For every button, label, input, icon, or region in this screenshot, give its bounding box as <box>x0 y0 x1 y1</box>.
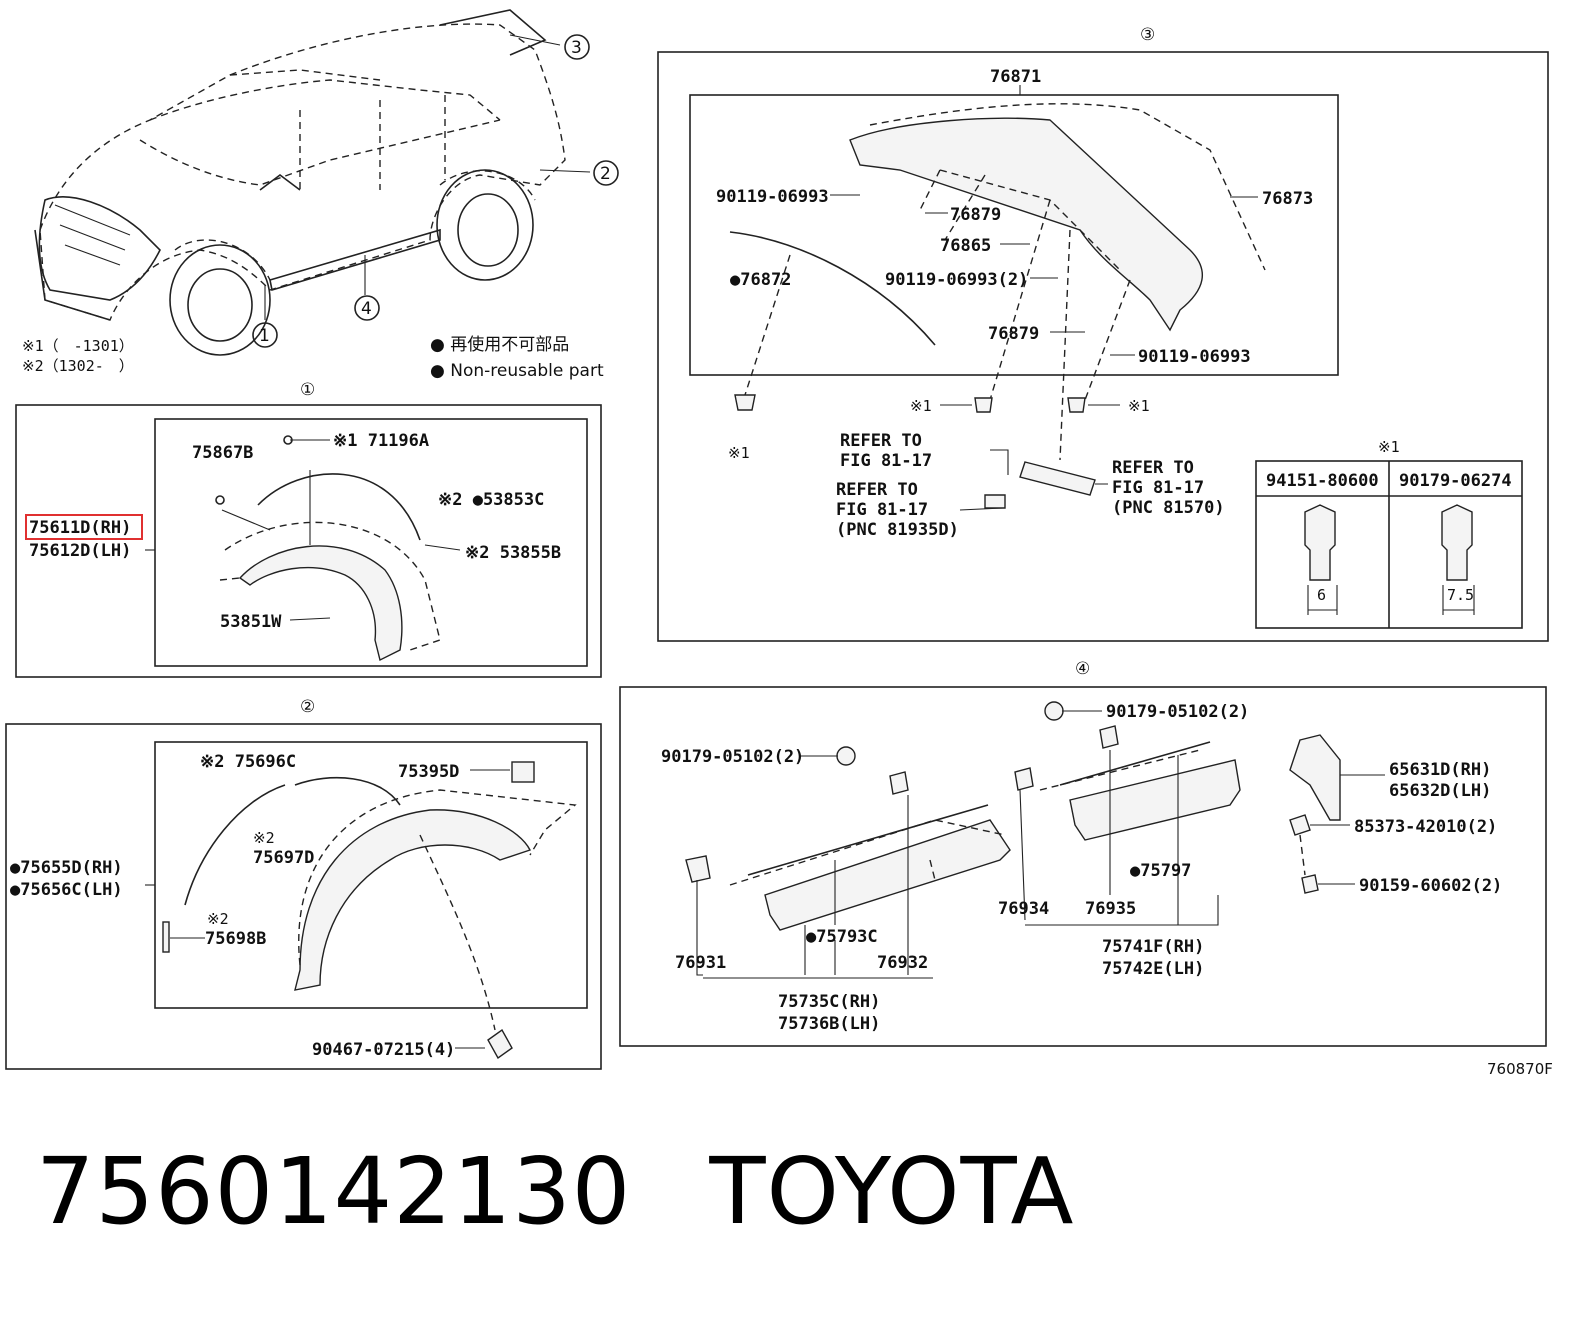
panel-3-label-5[interactable]: ●76872 <box>730 270 791 290</box>
panel-3-label-11: ※1 <box>728 444 750 462</box>
panel-3-refer1-line-2: FIG 81-17 <box>840 451 932 471</box>
panel-2-label-0[interactable]: ※2 75696C <box>200 752 296 772</box>
vehicle-overview: 3 2 1 4 <box>34 9 619 356</box>
panel-1-label-4[interactable]: 53851W <box>220 612 282 632</box>
panel-4-label-10[interactable]: 75742E(LH) <box>1102 959 1204 979</box>
legend-note-1: ※1（ -1301） <box>22 337 134 355</box>
panel-2-title: ② <box>300 697 315 717</box>
clip-detail-table: ※1 94151-80600 90179-06274 6 7.5 <box>1255 438 1523 629</box>
panel-3-label-2[interactable]: 76879 <box>950 205 1001 225</box>
overview-marker-4: 4 <box>361 299 372 319</box>
panel-4-label-3[interactable]: 65632D(LH) <box>1389 781 1491 801</box>
panel-1-label-2[interactable]: ※2 ●53853C <box>438 490 544 510</box>
panel-3-label-6[interactable]: 90119-06993(2) <box>885 270 1028 290</box>
panel-2-part-lh[interactable]: ●75656C(LH) <box>10 880 123 900</box>
panel-1-part-lh[interactable]: 75612D(LH) <box>29 541 131 561</box>
panel-4-label-14[interactable]: 75735C(RH) <box>778 992 880 1012</box>
panel-2-label-5[interactable]: 75698B <box>205 929 266 949</box>
overview-marker-1: 1 <box>259 326 270 346</box>
detail-title: ※1 <box>1378 438 1400 456</box>
panel-3-title: ③ <box>1140 25 1155 45</box>
panel-2-quarter-arch-moulding: ② ●75655D(RH) ●75656C(LH) ※2 75696C 7539… <box>5 697 602 1070</box>
panel-3-refer2-line-3: (PNC 81935D) <box>836 520 959 540</box>
panel-4-label-6[interactable]: ●75797 <box>1130 861 1191 881</box>
panel-2-part-rh[interactable]: ●75655D(RH) <box>10 858 123 878</box>
panel-4-title: ④ <box>1075 659 1090 679</box>
panel-4-label-8[interactable]: 76935 <box>1085 899 1136 919</box>
panel-4-label-4[interactable]: 85373-42010(2) <box>1354 817 1497 837</box>
panel-3-refer1-line-1: REFER TO <box>840 431 922 451</box>
panel-3-refer3-line-1: REFER TO <box>1112 458 1194 478</box>
panel-4-label-7[interactable]: 76934 <box>998 899 1049 919</box>
panel-3-label-4[interactable]: 76865 <box>940 236 991 256</box>
panel-3-label-10: ※1 <box>1128 397 1150 415</box>
highlight-box <box>25 514 143 540</box>
panel-3-label-7[interactable]: 76879 <box>988 324 1039 344</box>
panel-4-label-5[interactable]: 90159-60602(2) <box>1359 876 1502 896</box>
panel-1-label-0[interactable]: 75867B <box>192 443 253 463</box>
panel-3-label-8[interactable]: 90119-06993 <box>1138 347 1251 367</box>
overview-marker-2: 2 <box>600 164 611 184</box>
panel-1-label-3[interactable]: ※2 53855B <box>465 543 561 563</box>
panel-2-label-6[interactable]: 90467-07215(4) <box>312 1040 455 1060</box>
panel-4-label-15[interactable]: 75736B(LH) <box>778 1014 880 1034</box>
detail-dim-2: 7.5 <box>1447 586 1474 604</box>
panel-2-label-2: ※2 <box>253 829 275 847</box>
overview-marker-3: 3 <box>571 38 582 58</box>
panel-1-part-rh[interactable]: 75611D(RH) <box>29 518 131 538</box>
detail-col-1: 94151-80600 <box>1266 471 1379 491</box>
panel-4-label-13[interactable]: 76932 <box>877 953 928 973</box>
panel-3-label-9: ※1 <box>910 397 932 415</box>
panel-1-title: ① <box>300 380 315 400</box>
panel-4-label-12[interactable]: ●75793C <box>806 927 878 947</box>
panel-4-label-0[interactable]: 90179-05102(2) <box>1106 702 1249 722</box>
legend-nonreusable-jp: ● 再使用不可部品 <box>430 334 569 355</box>
legend-nonreusable-en: ● Non-reusable part <box>430 361 604 381</box>
detail-dim-1: 6 <box>1317 586 1326 604</box>
panel-1-wheel-arch-moulding: ① 75611D(RH) 75612D(LH) 75867B ※1 71196A… <box>15 380 602 678</box>
panel-4-label-1[interactable]: 90179-05102(2) <box>661 747 804 767</box>
panel-4-label-9[interactable]: 75741F(RH) <box>1102 937 1204 957</box>
panel-3-label-1[interactable]: 90119-06993 <box>716 187 829 207</box>
figure-code: 760870F <box>1487 1060 1553 1078</box>
caption: 7560142130 TOYOTA <box>36 1138 1153 1245</box>
caption-part-number: 7560142130 <box>36 1138 632 1245</box>
caption-brand: TOYOTA <box>709 1138 1075 1245</box>
panel-3-label-3[interactable]: 76873 <box>1262 189 1313 209</box>
panel-1-label-1[interactable]: ※1 71196A <box>333 431 429 451</box>
panel-3-refer2-line-2: FIG 81-17 <box>836 500 928 520</box>
detail-col-2: 90179-06274 <box>1399 471 1512 491</box>
panel-2-label-1[interactable]: 75395D <box>398 762 459 782</box>
panel-4-rocker-moulding: ④ 90179-05102(2) 90179-05102(2) 65631D(R… <box>619 659 1547 1047</box>
panel-3-refer3-line-2: FIG 81-17 <box>1112 478 1204 498</box>
panel-4-label-2[interactable]: 65631D(RH) <box>1389 760 1491 780</box>
legend-note-2: ※2（1302- ） <box>22 357 134 375</box>
panel-2-label-4: ※2 <box>207 910 229 928</box>
panel-3-label-0[interactable]: 76871 <box>990 67 1041 87</box>
panel-3-refer3-line-3: (PNC 81570) <box>1112 498 1225 518</box>
panel-3-refer2-line-1: REFER TO <box>836 480 918 500</box>
panel-2-label-3[interactable]: 75697D <box>253 848 314 868</box>
panel-4-label-11[interactable]: 76931 <box>675 953 726 973</box>
panel-3-rear-spoiler: ③ 76871 90119-06993 76879 76873 76865 ●7… <box>657 25 1549 642</box>
